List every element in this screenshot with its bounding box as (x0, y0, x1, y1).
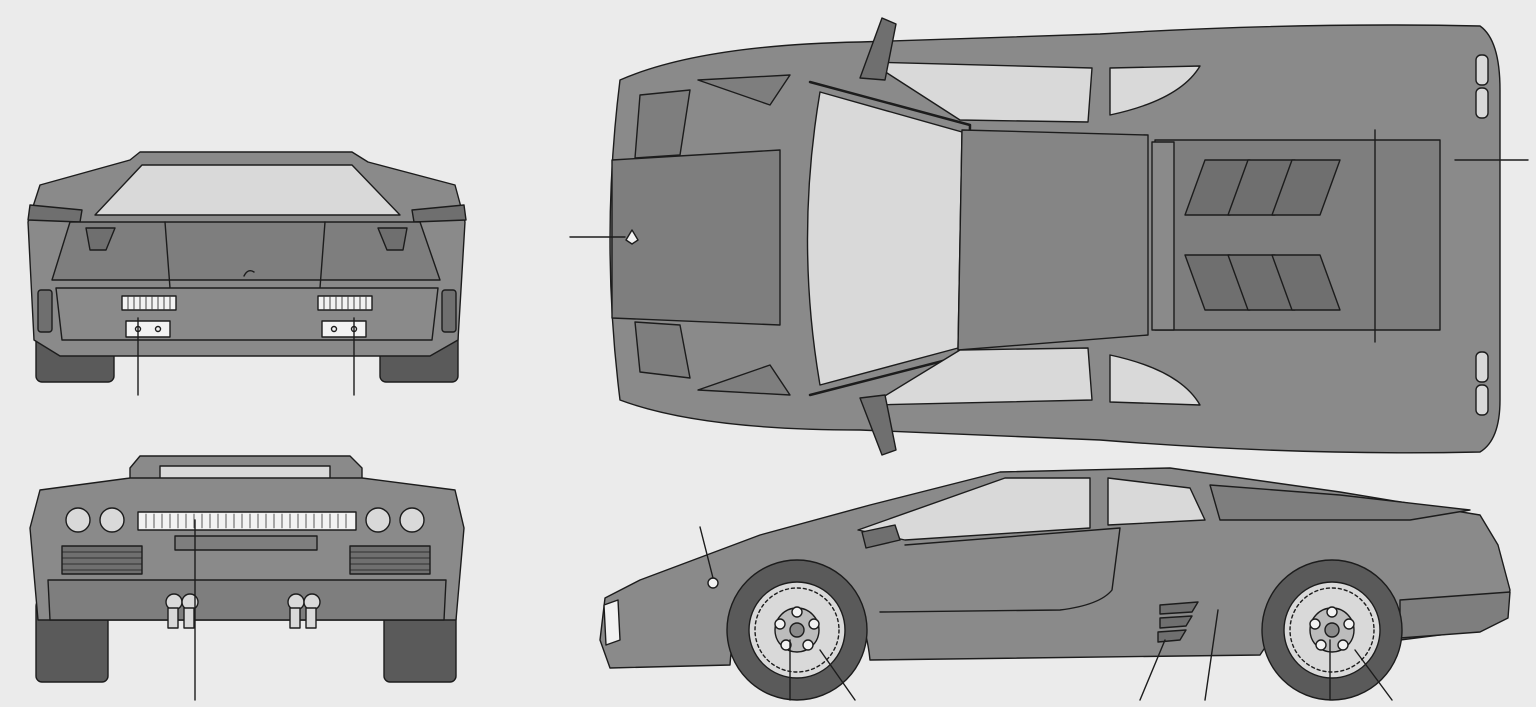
top-nose-panel (611, 149, 781, 326)
side-front-wheel (726, 559, 868, 701)
hood-center-line (164, 221, 326, 289)
front-windshield (94, 164, 401, 216)
rear-tail-light (99, 507, 125, 533)
rear-plate-recess (174, 535, 318, 551)
fog-lamp-dot (330, 325, 338, 333)
top-emblem (625, 229, 639, 245)
rear-grille-slats (145, 513, 347, 529)
side-rear-wheel (1261, 559, 1403, 701)
callout-line (1354, 649, 1393, 701)
top-right-rear-quarter-window (1109, 354, 1201, 406)
rear-tail-light (365, 507, 391, 533)
rear-exhaust-right (287, 593, 321, 629)
rear-exhaust-left (165, 593, 199, 629)
front-right-lamp-grille (323, 296, 367, 310)
front-emblem (243, 269, 255, 277)
rear-tail-light (65, 507, 91, 533)
top-nose-panel (634, 89, 691, 159)
side-door (879, 527, 1121, 613)
front-right-mirror (411, 204, 467, 223)
top-left-mirror (859, 17, 897, 81)
top-right-side-window (869, 347, 1093, 406)
front-left-side-marker (37, 289, 53, 333)
side-headlamp (603, 599, 621, 646)
front-left-lamp (121, 295, 177, 311)
top-nose-panel (634, 321, 691, 379)
front-left-fog-light (125, 320, 171, 338)
side-rear-window (1107, 477, 1206, 526)
hood-left-vent (85, 227, 116, 251)
top-engine-cover-bar (1151, 141, 1175, 331)
top-windshield (806, 91, 963, 386)
hood-right-vent (377, 227, 408, 251)
top-left-side-window (869, 61, 1093, 123)
front-hood (51, 221, 441, 281)
callout-line (1204, 609, 1219, 701)
front-right-side-marker (441, 289, 457, 333)
side-view (599, 467, 1511, 701)
top-engine-louvres (1184, 159, 1341, 311)
callout-line (699, 526, 714, 579)
rear-tail-light (399, 507, 425, 533)
rear-center-grille (137, 511, 357, 531)
side-mirror (861, 524, 901, 549)
vent-slats (61, 551, 431, 571)
front-right-lamp (317, 295, 373, 311)
side-rear-lip (1399, 591, 1511, 639)
fog-lamp-dot (154, 325, 162, 333)
front-right-fog-light (321, 320, 367, 338)
top-view (569, 17, 1529, 456)
front-bumper (55, 287, 439, 341)
top-nose-vent (697, 74, 791, 106)
top-rear-lights (1475, 54, 1489, 416)
rear-left-vent (61, 545, 143, 575)
top-left-rear-quarter-window (1109, 65, 1201, 116)
top-right-mirror (859, 394, 897, 456)
side-intake (1157, 601, 1199, 643)
front-left-lamp-grille (127, 296, 171, 310)
top-roof (957, 129, 1149, 351)
rear-right-vent (349, 545, 431, 575)
side-rear-deck (1209, 484, 1471, 521)
side-marker-light (707, 577, 719, 589)
rear-diffuser (47, 579, 447, 621)
top-nose-vent (697, 364, 791, 396)
callout-line (819, 649, 856, 701)
rear-view (29, 455, 465, 701)
front-view (27, 151, 467, 396)
callout-line (1139, 639, 1166, 701)
